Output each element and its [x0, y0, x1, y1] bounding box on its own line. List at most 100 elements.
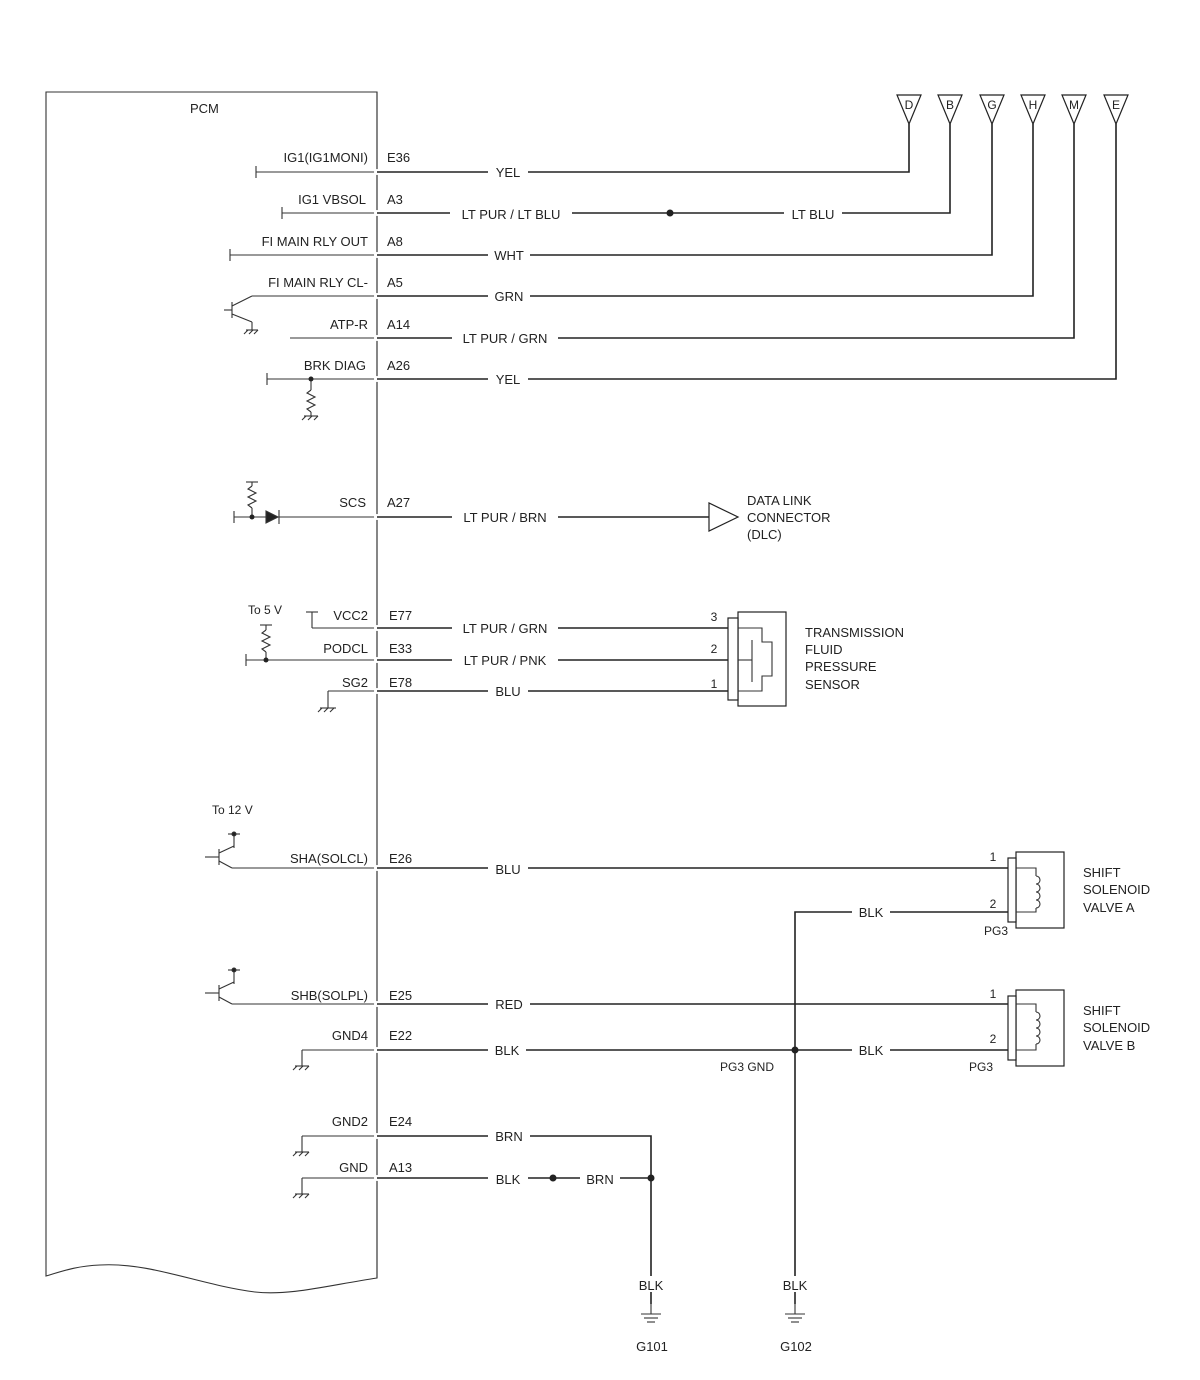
pin-number-a13: A13: [389, 1160, 412, 1175]
tfp-sensor-line1: TRANSMISSION: [805, 625, 904, 640]
pin-label-atp-r: ATP-R: [330, 317, 368, 332]
wire-solenoid-a-return: [794, 911, 1016, 1304]
pin-number-a27: A27: [387, 495, 410, 510]
solenoid-a-terminal-2: 2: [990, 897, 997, 911]
pin-number-e24: E24: [389, 1114, 412, 1129]
solenoid-b-line1: SHIFT: [1083, 1003, 1121, 1018]
svg-text:M: M: [1069, 98, 1079, 112]
wire-color-e25: RED: [495, 997, 522, 1012]
shb-driver-switch-icon: [205, 967, 240, 1005]
pin-label-sha: SHA(SOLCL): [290, 851, 368, 866]
pin-label-fi-main-rly-cl: FI MAIN RLY CL-: [268, 275, 368, 290]
wire-color-e22-downstream: BLK: [859, 1043, 884, 1058]
solenoid-b-icon: [1007, 989, 1065, 1067]
pin-number-e77: E77: [389, 608, 412, 623]
diode-icon: [265, 510, 280, 524]
wire-color-a13-downstream: BRN: [586, 1172, 613, 1187]
pin-label-ig1moni: IG1(IG1MONI): [283, 150, 368, 165]
wire-a3: [377, 124, 951, 214]
pin-label-sg2: SG2: [342, 675, 368, 690]
connector-e-icon: E: [1103, 94, 1129, 126]
connector-g-icon: G: [979, 94, 1005, 126]
podcl-pullup-resistor-icon: [260, 624, 272, 660]
wire-a8: [377, 124, 993, 256]
pin-label-shb: SHB(SOLPL): [291, 988, 368, 1003]
g102-wire-color: BLK: [783, 1278, 808, 1293]
pin-number-e33: E33: [389, 641, 412, 656]
scs-pullup-resistor-icon: [246, 481, 258, 517]
wire-e36: [377, 124, 910, 173]
wire-a26: [377, 124, 1117, 380]
tfp-sensor-line3: PRESSURE: [805, 659, 877, 674]
wire-color-e22: BLK: [495, 1043, 520, 1058]
splice-dot: [666, 209, 674, 217]
solenoid-a-connector-label: PG3: [984, 924, 1008, 938]
pin-number-e26: E26: [389, 851, 412, 866]
tfp-sensor-line2: FLUID: [805, 642, 843, 657]
pressure-sensor-icon: [727, 611, 787, 707]
pin-label-podcl: PODCL: [323, 641, 368, 656]
solenoid-b-terminal-1: 1: [990, 987, 997, 1001]
pin-number-e78: E78: [389, 675, 412, 690]
wire-color-e77: LT PUR / GRN: [463, 621, 548, 636]
ground-g101-icon: [641, 1304, 661, 1323]
solenoid-b-line3: VALVE B: [1083, 1038, 1135, 1053]
dlc-label-line2: CONNECTOR: [747, 510, 831, 525]
resistor-ground-icon: [301, 379, 319, 421]
pin-number-e25: E25: [389, 988, 412, 1003]
wire-color-e36: YEL: [496, 165, 521, 180]
solenoid-a-line3: VALVE A: [1083, 900, 1135, 915]
splice-dot: [647, 1174, 655, 1182]
connector-h-icon: H: [1020, 94, 1046, 126]
g102-label: G102: [780, 1339, 812, 1354]
svg-text:B: B: [946, 98, 954, 112]
wire-color-a26: YEL: [496, 372, 521, 387]
splice-dot: [549, 1174, 557, 1182]
connector-d-icon: D: [896, 94, 922, 126]
wire-color-a14: LT PUR / GRN: [463, 331, 548, 346]
wire-a14: [377, 124, 1075, 339]
wire-color-solenoid-a-return: BLK: [859, 905, 884, 920]
svg-text:H: H: [1029, 98, 1038, 112]
solenoid-a-icon: [1007, 851, 1065, 929]
ground-icon: [292, 1136, 310, 1157]
junction-dot: [308, 376, 314, 382]
pcm-box: [45, 91, 378, 1294]
pin-label-scs: SCS: [339, 495, 366, 510]
terminal-1: 1: [711, 677, 718, 691]
pin-number-a14: A14: [387, 317, 410, 332]
pin-number-e22: E22: [389, 1028, 412, 1043]
connector-m-icon: M: [1061, 94, 1087, 126]
solenoid-b-line2: SOLENOID: [1083, 1020, 1150, 1035]
connector-b-icon: B: [937, 94, 963, 126]
dlc-label-line3: (DLC): [747, 527, 782, 542]
pin-label-gnd2: GND2: [332, 1114, 368, 1129]
svg-text:D: D: [905, 98, 914, 112]
tfp-sensor-line4: SENSOR: [805, 677, 860, 692]
solenoid-a-line2: SOLENOID: [1083, 882, 1150, 897]
pin-label-gnd: GND: [339, 1160, 368, 1175]
pin-number-a5: A5: [387, 275, 403, 290]
terminal-3: 3: [711, 610, 718, 624]
ground-icon: [292, 1178, 310, 1199]
solenoid-a-line1: SHIFT: [1083, 865, 1121, 880]
wire-color-a5: GRN: [495, 289, 524, 304]
wire-color-e78: BLU: [495, 684, 520, 699]
wire-a5: [377, 124, 1034, 297]
transistor-icon: [224, 295, 259, 335]
terminal-2: 2: [711, 642, 718, 656]
wire-color-a27: LT PUR / BRN: [463, 510, 546, 525]
to-12v-label: To 12 V: [212, 803, 253, 817]
wire-color-e26: BLU: [495, 862, 520, 877]
pin-label-fi-main-rly-out: FI MAIN RLY OUT: [262, 234, 368, 249]
ground-icon: [317, 691, 336, 713]
solenoid-a-terminal-1: 1: [990, 850, 997, 864]
pin-label-ig1-vbsol: IG1 VBSOL: [298, 192, 366, 207]
wire-color-a8: WHT: [494, 248, 524, 263]
wire-color-a13: BLK: [496, 1172, 521, 1187]
svg-text:G: G: [987, 98, 996, 112]
g101-wire-color: BLK: [639, 1278, 664, 1293]
solenoid-b-terminal-2: 2: [990, 1032, 997, 1046]
ground-g102-icon: [785, 1304, 805, 1323]
